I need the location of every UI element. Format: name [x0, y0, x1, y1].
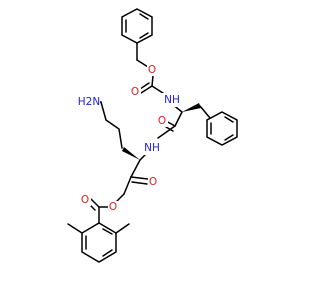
atom-label-nh-amide: NH — [144, 142, 160, 154]
atom-labels: H2N NH NH O O O O O O — [78, 64, 182, 213]
atom-label-o-amide: O — [158, 115, 166, 127]
atom-label-o-ester: O — [109, 201, 117, 213]
atom-label-o-ester-carbonyl: O — [81, 194, 89, 206]
lysine-chain — [96, 101, 123, 149]
bond-carbonyl-amide-nh — [157, 125, 176, 139]
bond-ketone-o-double-2 — [131, 181, 148, 185]
atom-label-nh2: H2N — [78, 96, 100, 108]
benzyl-ring — [121, 8, 153, 44]
bond-carbonyl-o-double-2 — [139, 82, 150, 90]
bond-stereocentre-ketone — [130, 159, 141, 178]
atom-label-nh-carbamate: NH — [164, 94, 180, 106]
bond-carbonyl-o-double — [140, 85, 153, 94]
wedge-lysine-side — [122, 147, 140, 160]
bond-ch2-o — [136, 59, 149, 68]
atom-label-o-carbamate-ether: O — [148, 64, 156, 76]
bond-ketone-ch2 — [123, 176, 132, 195]
bond-o-carbonyl — [151, 75, 154, 87]
wedge-phe-side — [182, 103, 201, 112]
dimethylbenzoyl-ring — [81, 222, 117, 263]
bond-ketone-o-double — [130, 176, 149, 180]
phenyl-ring — [199, 105, 238, 146]
bond-methyl-right — [115, 223, 130, 234]
molecule-structure: H2N NH NH O O O O O O — [67, 8, 238, 263]
bond-ester-carbonyl-double — [90, 198, 100, 208]
atom-label-o-carbamate-carbonyl: O — [131, 86, 139, 98]
bond-alpha-carbonyl — [174, 111, 183, 127]
atom-label-o-ketone: O — [149, 176, 157, 188]
bond-methyl-left — [67, 223, 83, 234]
